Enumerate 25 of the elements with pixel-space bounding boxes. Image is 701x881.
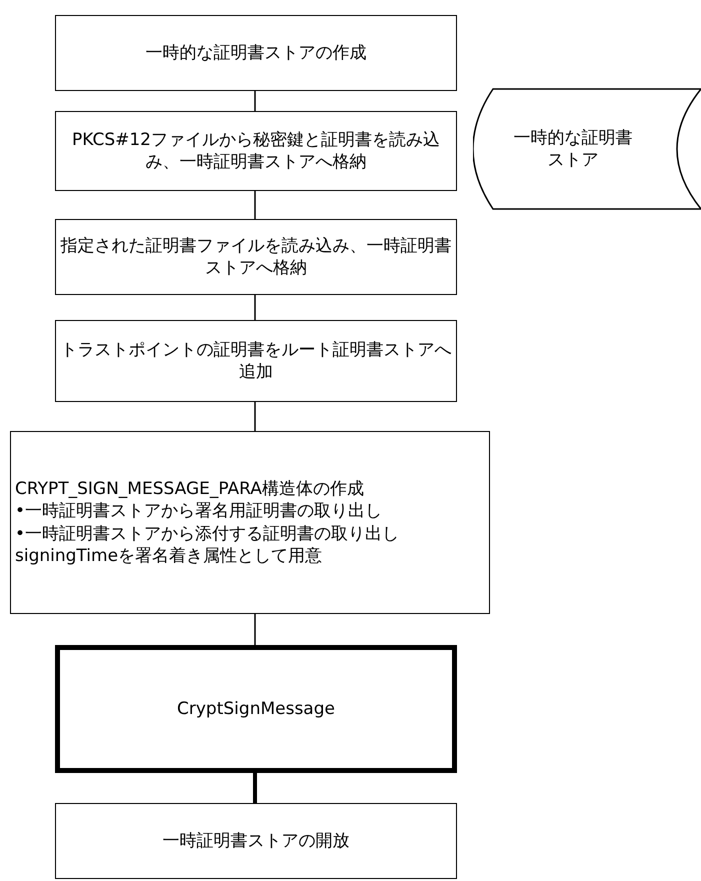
process-box-bold <box>55 645 457 773</box>
process-box <box>55 219 457 295</box>
box-text: •一時証明書ストアから署名用証明書の取り出し <box>15 500 382 522</box>
process-box <box>55 15 457 91</box>
connector-line <box>254 402 256 431</box>
process-box <box>55 803 457 879</box>
connector-line <box>254 91 256 111</box>
stored-data-shape <box>473 88 701 210</box>
process-box <box>10 431 490 614</box>
box-text: signingTimeを署名着き属性として用意 <box>15 544 322 567</box>
box-text: PKCS#12ファイルから秘密鍵と証明書を読み込み、一時証明書ストアへ格納 <box>70 128 441 174</box>
box-text: トラストポイントの証明書をルート証明書ストアへ追加 <box>60 338 452 384</box>
box-text: 一時的な証明書ストアの作成 <box>146 42 366 64</box>
process-box <box>55 111 457 191</box>
box-text: CryptSignMessage <box>177 698 335 720</box>
connector-line <box>254 191 256 219</box>
box-text: CRYPT_SIGN_MESSAGE_PARA構造体の作成 <box>15 478 364 500</box>
connector-line <box>254 614 256 645</box>
connector-line <box>254 295 256 320</box>
box-text: •一時証明書ストアから添付する証明書の取り出し <box>15 522 400 545</box>
connector-line <box>253 773 257 803</box>
box-text: 一時証明書ストアの開放 <box>162 830 350 852</box>
box-text: 指定された証明書ファイルを読み込み、一時証明書ストアへ格納 <box>60 234 452 280</box>
box-text: 一時的な証明書ストア <box>512 126 634 172</box>
process-box <box>55 320 457 402</box>
